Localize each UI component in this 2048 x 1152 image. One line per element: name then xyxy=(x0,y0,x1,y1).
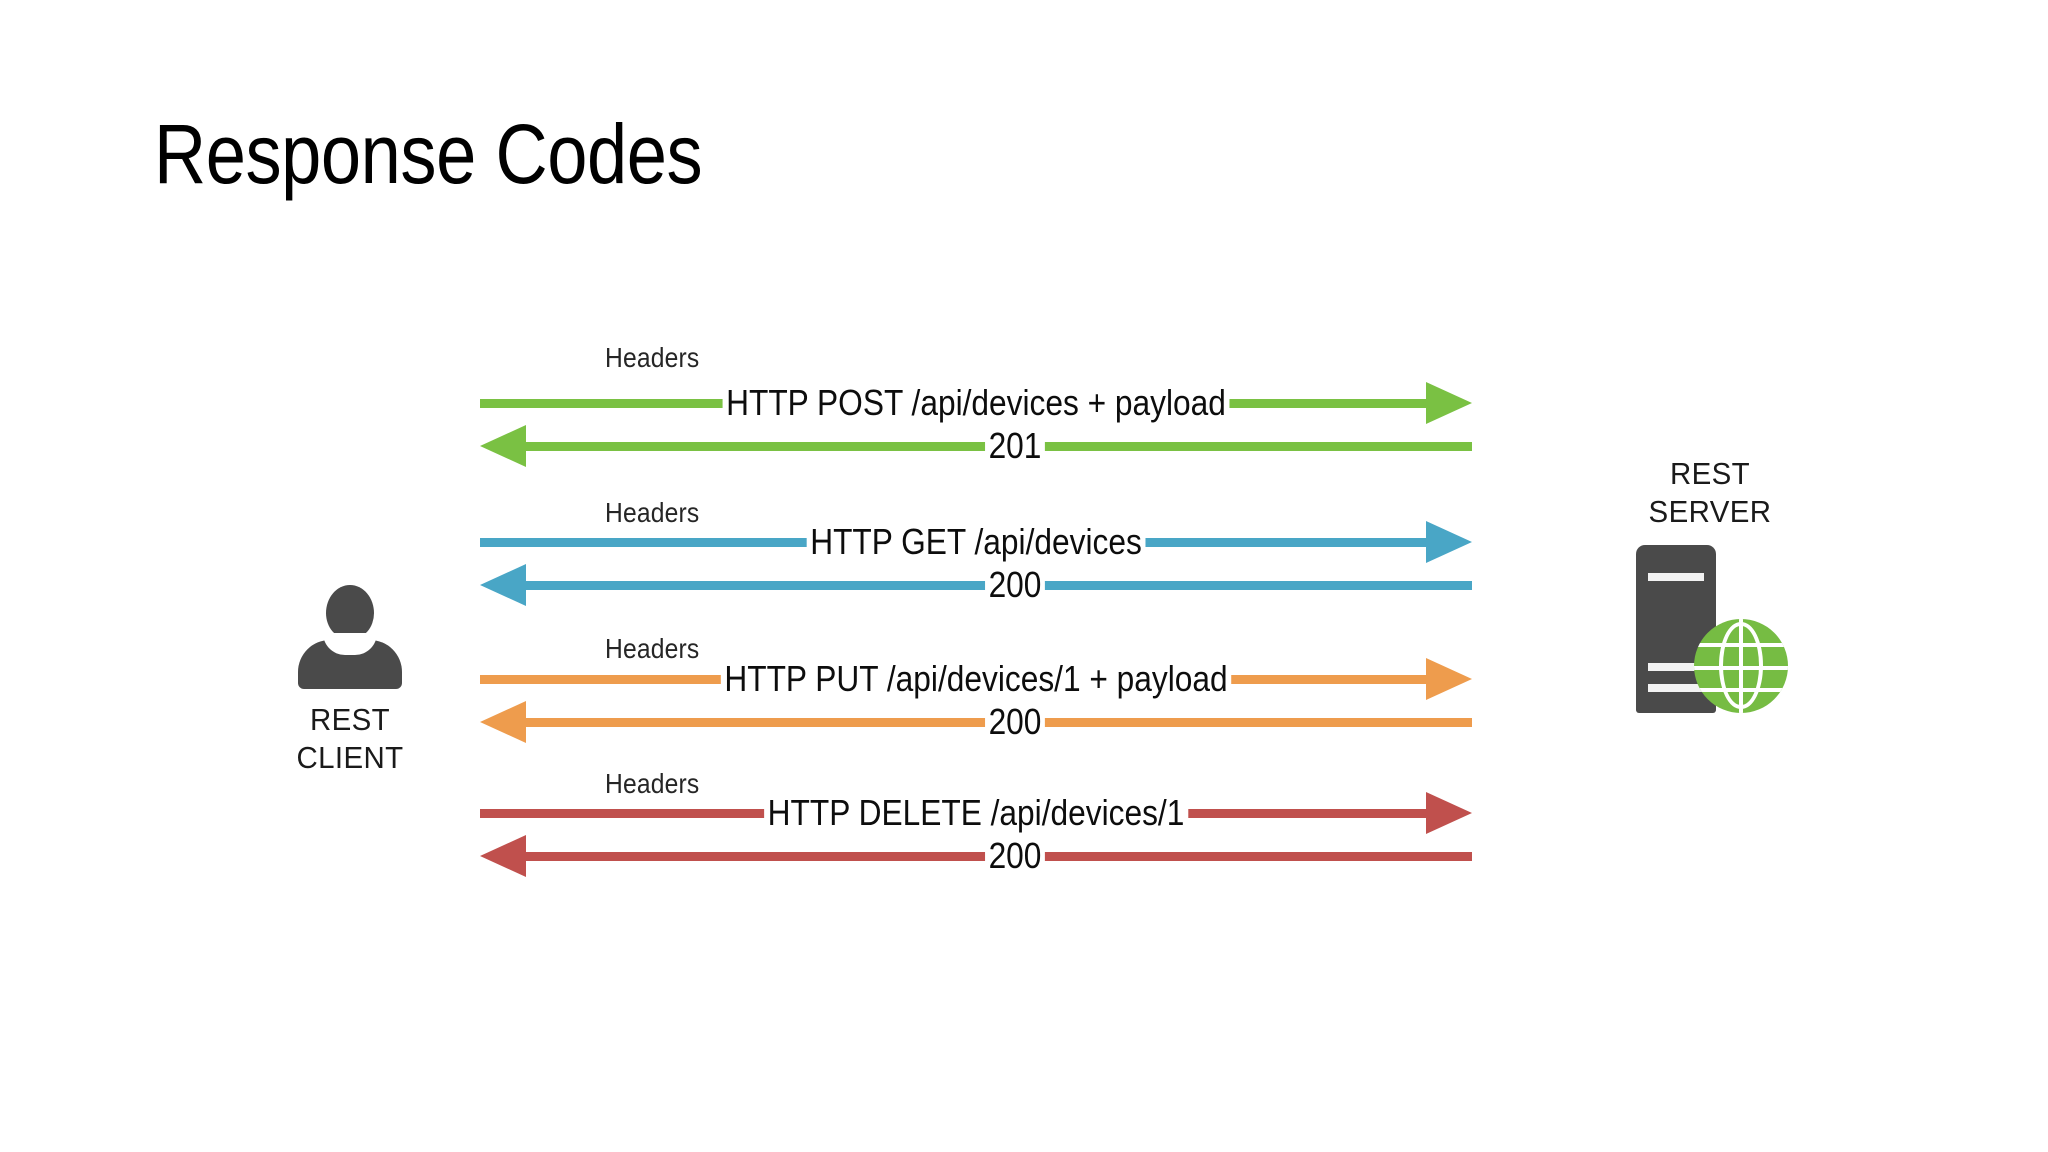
response-arrow-head xyxy=(480,701,526,743)
actor-client-label-line1: REST xyxy=(309,702,391,737)
request-arrow-head xyxy=(1426,521,1472,563)
actor-rest-client-label: REST CLIENT xyxy=(255,701,445,777)
actor-rest-server-label: REST SERVER xyxy=(1596,455,1824,531)
actor-server-label-line1: REST xyxy=(1669,456,1751,491)
actor-server-label-line2: SERVER xyxy=(1648,493,1772,529)
actor-rest-client: REST CLIENT xyxy=(250,585,450,777)
person-icon xyxy=(298,585,402,689)
headers-label: Headers xyxy=(605,633,700,664)
person-head-shape xyxy=(326,585,374,639)
request-message-label: HTTP DELETE /api/devices/1 xyxy=(764,795,1188,831)
actor-client-label-line2: CLIENT xyxy=(296,739,404,775)
globe-parallel-2 xyxy=(1694,665,1788,670)
headers-label: Headers xyxy=(605,342,700,373)
response-status-code-label: 201 xyxy=(985,428,1045,464)
server-slot-mid xyxy=(1648,662,1704,671)
globe-parallel-3 xyxy=(1694,688,1788,693)
server-slot-top xyxy=(1648,572,1704,581)
server-slot-bottom xyxy=(1648,683,1704,692)
request-arrow-head xyxy=(1426,658,1472,700)
server-globe-icon xyxy=(1630,544,1790,721)
response-arrow-head xyxy=(480,564,526,606)
actor-rest-server: REST SERVER xyxy=(1590,455,1830,721)
response-arrow-head xyxy=(480,425,526,467)
response-arrow-head xyxy=(480,835,526,877)
globe-icon xyxy=(1694,618,1788,713)
globe-parallel-1 xyxy=(1694,643,1788,648)
headers-label: Headers xyxy=(605,497,700,528)
response-status-code-label: 200 xyxy=(985,838,1045,874)
page-title: Response Codes xyxy=(154,107,703,201)
person-neck-notch xyxy=(323,633,377,655)
response-status-code-label: 200 xyxy=(985,704,1045,740)
request-message-label: HTTP PUT /api/devices/1 + payload xyxy=(720,661,1232,697)
request-message-label: HTTP GET /api/devices xyxy=(806,524,1146,560)
response-status-code-label: 200 xyxy=(985,567,1045,603)
globe-meridian-ellipse xyxy=(1719,622,1763,709)
request-arrow-head xyxy=(1426,382,1472,424)
request-message-label: HTTP POST /api/devices + payload xyxy=(722,385,1230,421)
request-arrow-head xyxy=(1426,792,1472,834)
headers-label: Headers xyxy=(605,768,700,799)
